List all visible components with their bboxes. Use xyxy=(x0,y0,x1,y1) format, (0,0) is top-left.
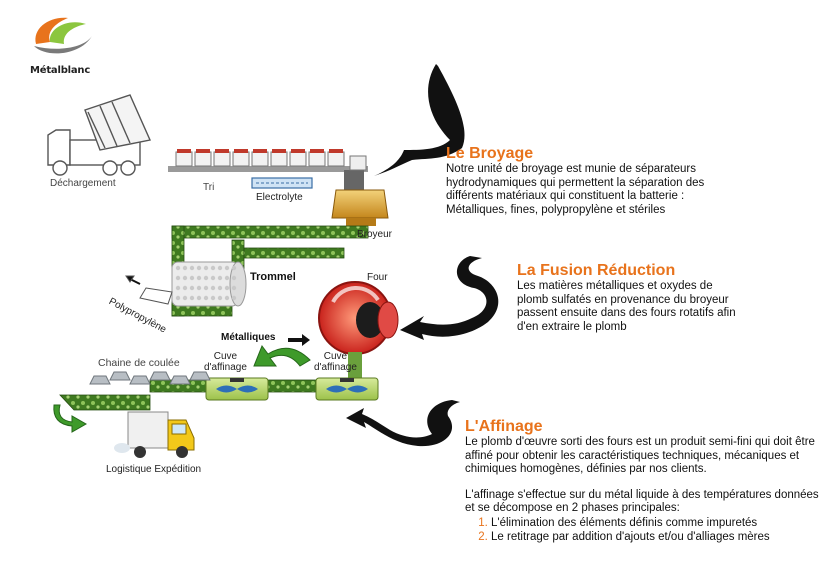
fusion-body: Les matières métalliques et oxydes de pl… xyxy=(517,280,736,333)
label-tri: Tri xyxy=(203,182,215,193)
return-arrow-icon xyxy=(53,404,88,433)
trommel-drum xyxy=(171,261,247,307)
affinage-body-2: L'affinage s'effectue sur du métal liqui… xyxy=(465,488,819,515)
trommel-hole xyxy=(189,285,195,291)
trommel-hole xyxy=(210,295,216,301)
electrolyte-tray xyxy=(251,177,313,189)
phase-item: L'élimination des éléments définis comme… xyxy=(491,516,825,530)
trommel-hole xyxy=(175,285,181,291)
fusion-pointer-arrow-icon xyxy=(400,256,499,340)
trommel-hole xyxy=(231,275,237,281)
broyage-title: Le Broyage xyxy=(446,145,534,162)
section-broyage: Le Broyage Notre unité de broyage est mu… xyxy=(446,145,736,217)
ingot-icon xyxy=(129,375,151,385)
label-cuve-affinage-1: Cuve d'affinage xyxy=(204,351,247,373)
cuve-affinage-2 xyxy=(315,377,379,401)
label-four: Four xyxy=(367,272,388,283)
battery-icon xyxy=(232,149,250,167)
trommel-hole xyxy=(189,275,195,281)
battery-icon xyxy=(175,149,193,167)
label-chaine-coulee: Chaine de coulée xyxy=(98,357,180,369)
trommel-hole xyxy=(196,295,202,301)
battery-icon xyxy=(213,149,231,167)
ingot-icon xyxy=(149,371,171,381)
trommel-hole xyxy=(196,285,202,291)
battery-icon xyxy=(327,149,345,167)
metalblanc-logo: Métalblanc xyxy=(28,12,98,76)
label-cuve-affinage-2: Cuve d'affinage xyxy=(314,351,357,373)
four-rotary-furnace xyxy=(318,281,399,382)
battery-icon xyxy=(251,149,269,167)
trommel-hole xyxy=(231,295,237,301)
trommel-hole xyxy=(182,275,188,281)
logo-name: Métalblanc xyxy=(30,65,91,76)
affinage-title: L'Affinage xyxy=(465,418,543,435)
trommel-hole xyxy=(217,285,223,291)
delivery-truck-icon xyxy=(114,411,195,458)
polypropylene-chute-icon xyxy=(125,275,173,305)
trommel-hole xyxy=(182,285,188,291)
trommel-hole xyxy=(175,265,181,271)
trommel-hole xyxy=(224,285,230,291)
trommel-hole xyxy=(224,265,230,271)
trommel-hole xyxy=(189,295,195,301)
logo-mark-icon xyxy=(34,17,92,54)
trommel-hole xyxy=(196,265,202,271)
trommel-hole xyxy=(203,275,209,281)
fusion-title: La Fusion Réduction xyxy=(517,262,676,279)
affinage-body-1: Le plomb d'œuvre sorti des fours est un … xyxy=(465,436,815,475)
ingot-icon xyxy=(89,375,111,385)
trommel-hole xyxy=(203,295,209,301)
label-metalliques: Métalliques xyxy=(221,332,276,343)
transfer-arrow-icon xyxy=(253,344,311,367)
battery-icon xyxy=(308,149,326,167)
label-dechargement: Déchargement xyxy=(50,178,116,189)
ingot-icon xyxy=(109,371,131,381)
battery-icon xyxy=(289,149,307,167)
trommel-hole xyxy=(210,265,216,271)
trommel-hole xyxy=(175,275,181,281)
broyage-body: Notre unité de broyage est munie de sépa… xyxy=(446,163,705,216)
broyage-pointer-arrow-icon xyxy=(374,64,465,176)
section-fusion: La Fusion Réduction Les matières métalli… xyxy=(517,262,747,334)
metalliques-arrow-icon xyxy=(288,334,310,346)
cuve-affinage-1 xyxy=(205,377,269,401)
trommel-hole xyxy=(196,275,202,281)
trommel-hole xyxy=(203,265,209,271)
trommel-hole xyxy=(231,265,237,271)
trommel-hole xyxy=(210,285,216,291)
trommel-hole xyxy=(182,295,188,301)
trommel-hole xyxy=(175,295,181,301)
battery-icon xyxy=(270,149,288,167)
section-affinage: L'Affinage Le plomb d'œuvre sorti des fo… xyxy=(465,418,825,544)
affinage-phase-list: L'élimination des éléments définis comme… xyxy=(465,516,825,544)
affinage-pointer-arrow-icon xyxy=(346,400,460,447)
trommel-hole xyxy=(217,265,223,271)
trommel-hole xyxy=(217,295,223,301)
trommel-hole xyxy=(182,265,188,271)
broyeur-crusher xyxy=(331,155,389,226)
ingot-stack xyxy=(89,371,211,385)
ingot-icon xyxy=(189,371,211,381)
dump-truck-icon xyxy=(47,94,151,176)
phase-item: Le retitrage par addition d'ajouts et/ou… xyxy=(491,530,825,544)
label-trommel: Trommel xyxy=(250,271,296,283)
trommel-hole xyxy=(224,295,230,301)
label-logistique-expedition: Logistique Expédition xyxy=(106,464,202,475)
trommel-hole xyxy=(231,285,237,291)
battery-icon xyxy=(194,149,212,167)
trommel-hole xyxy=(224,275,230,281)
label-electrolyte: Electrolyte xyxy=(256,192,303,203)
trommel-hole xyxy=(203,285,209,291)
label-broyeur: Broyeur xyxy=(357,229,393,240)
trommel-hole xyxy=(189,265,195,271)
ingot-icon xyxy=(169,375,191,385)
battery-sorting-row xyxy=(168,166,368,172)
trommel-hole xyxy=(217,275,223,281)
trommel-hole xyxy=(210,275,216,281)
